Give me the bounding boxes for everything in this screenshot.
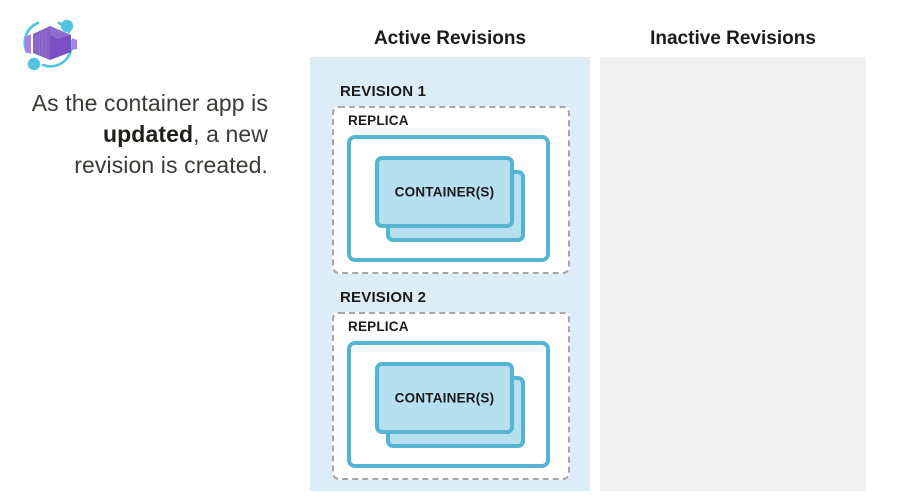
revision-title: REVISION 1 xyxy=(340,83,427,100)
revision-group: REVISION 2 REPLICA CONTAINER(S) xyxy=(332,289,570,481)
caption-text-before: As the container app is xyxy=(31,90,268,116)
caption-paragraph: As the container app is updated, a new r… xyxy=(18,88,268,181)
replica-label: REPLICA xyxy=(348,113,409,128)
inactive-revisions-panel xyxy=(600,57,866,491)
azure-container-apps-logo-icon xyxy=(14,12,84,74)
inactive-revisions-heading: Inactive Revisions xyxy=(650,28,816,49)
revision-boundary-box: REPLICA CONTAINER(S) xyxy=(332,106,570,274)
container-label: CONTAINER(S) xyxy=(394,390,495,406)
revision-group: REVISION 1 REPLICA CONTAINER(S) xyxy=(332,83,570,275)
active-revisions-heading: Active Revisions xyxy=(373,28,527,49)
revision-title: REVISION 2 xyxy=(340,289,427,306)
replica-box: CONTAINER(S) xyxy=(347,341,550,468)
caption-text-after: , a new revision is created. xyxy=(74,121,268,178)
replica-label: REPLICA xyxy=(348,319,409,334)
container-stack: CONTAINER(S) xyxy=(375,156,525,242)
replica-box: CONTAINER(S) xyxy=(347,135,550,262)
revision-boundary-box: REPLICA CONTAINER(S) xyxy=(332,312,570,480)
explanation-panel: As the container app is updated, a new r… xyxy=(0,0,300,501)
caption-text-emphasis: updated xyxy=(103,121,194,147)
container-stack: CONTAINER(S) xyxy=(375,362,525,448)
active-revisions-panel: REVISION 1 REPLICA CONTAINER(S) REVISION… xyxy=(310,57,590,491)
container-card-front: CONTAINER(S) xyxy=(375,362,514,434)
container-card-front: CONTAINER(S) xyxy=(375,156,514,228)
container-label: CONTAINER(S) xyxy=(394,184,495,200)
